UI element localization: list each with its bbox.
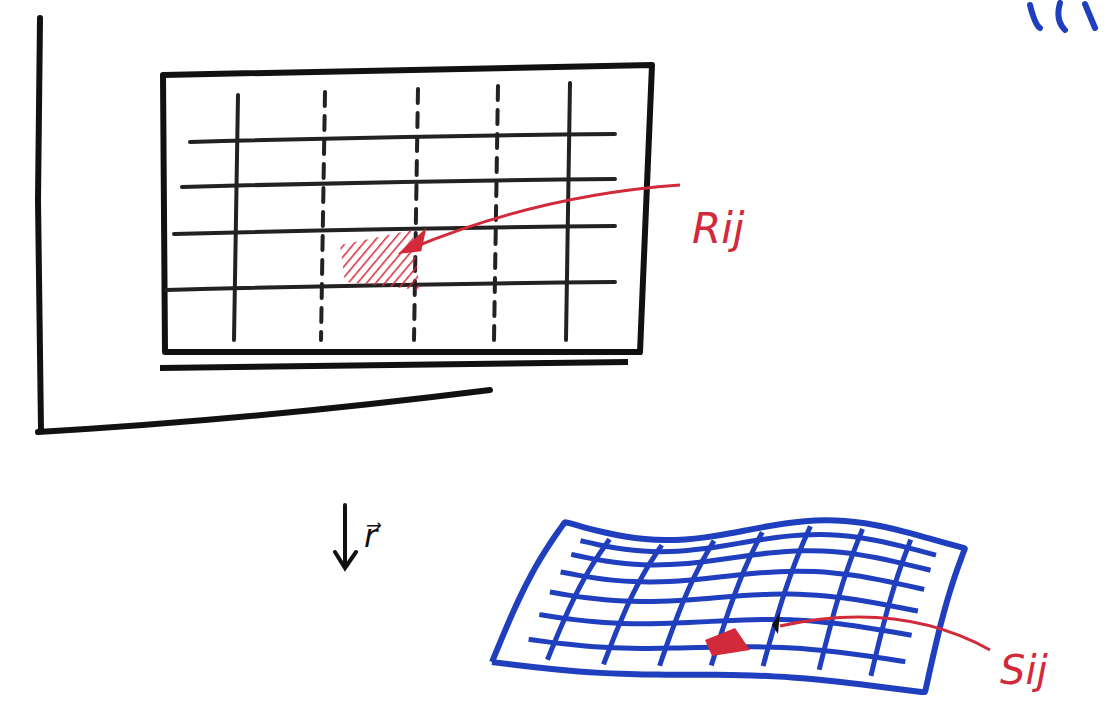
grid-line [234,95,238,340]
domain-grid [166,83,615,340]
leader-line [780,617,990,650]
domain-rectangle [160,65,652,368]
grid-line [190,134,615,142]
surface-line [871,540,911,676]
grid-line [321,92,325,340]
grid-line [494,86,498,340]
surface-outline [492,520,965,692]
surface-grid [492,520,965,692]
surface-line [763,526,810,666]
surface-line [547,539,609,659]
surface-line [660,541,714,666]
grid-line [566,83,570,340]
map-label: r⃗ [364,520,377,552]
patch-label: Sij [1000,650,1048,690]
grid-line [174,226,615,234]
patch-s [705,628,750,656]
surface-line [819,529,862,670]
patch-label: Rij [692,208,745,250]
cut-off-scribble [1030,3,1095,30]
patch-corner [772,612,780,634]
surface-line [603,545,661,664]
grid-line [182,179,615,187]
leader-line [412,185,680,248]
leader-arrowhead [402,232,424,252]
map-arrow [335,505,356,568]
grid-line [414,89,418,340]
axes [38,18,490,432]
patch-r [340,230,420,290]
